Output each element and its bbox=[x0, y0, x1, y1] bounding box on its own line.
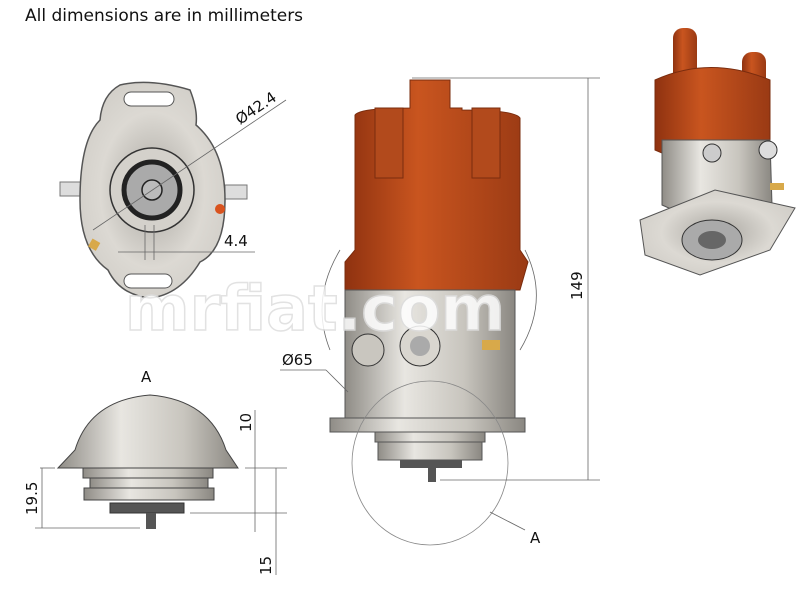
top-view: Ø42.4 4.4 bbox=[59, 81, 287, 299]
height-15-label: 15 bbox=[257, 556, 275, 575]
height-10-label: 10 bbox=[237, 413, 255, 432]
section-a-callout: A bbox=[530, 529, 541, 547]
side-view: A 149 Ø65 bbox=[280, 77, 600, 547]
isometric-view bbox=[639, 28, 796, 276]
diameter-42-4-label: Ø42.4 bbox=[232, 88, 280, 128]
detail-view-a: A 10 19.5 15 bbox=[23, 368, 287, 575]
height-149-label: 149 bbox=[568, 271, 586, 300]
units-note: All dimensions are in millimeters bbox=[25, 6, 304, 26]
watermark: mrfiat.com bbox=[125, 272, 505, 345]
height-19-5-label: 19.5 bbox=[23, 482, 41, 515]
diameter-65-label: Ø65 bbox=[282, 351, 313, 369]
detail-a-title: A bbox=[141, 368, 152, 386]
offset-4-4-label: 4.4 bbox=[224, 232, 248, 250]
